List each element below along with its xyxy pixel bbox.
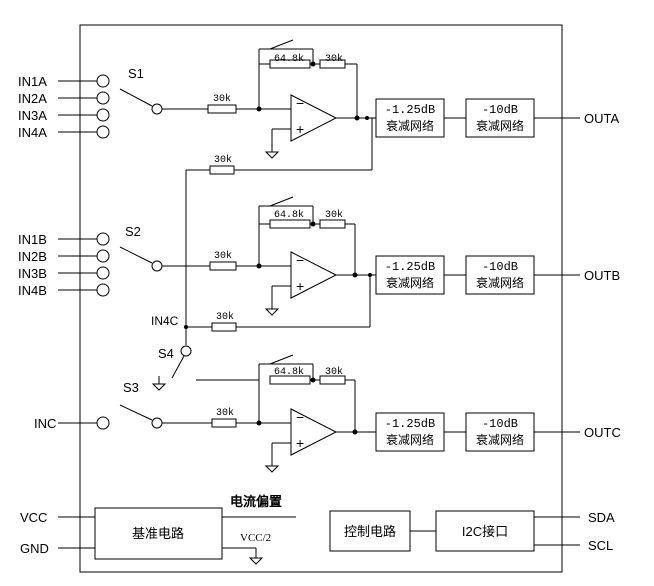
svg-text:30k: 30k [214,250,232,262]
att-block-a1 [375,98,445,138]
channel-a: S1 30k 64.8k 30k − + -1.25dB [119,39,619,159]
svg-text:-1.25dB: -1.25dB [385,103,435,117]
pin-label-inc: INC [34,416,56,431]
resistor-c-in [211,418,237,428]
opamp-b [290,251,338,299]
svg-text:衰减网络: 衰减网络 [476,275,524,290]
svg-text:−: − [296,95,304,111]
resistor-b-in [209,261,237,271]
svg-text:衰减网络: 衰减网络 [476,118,524,133]
pin-label-outb: OUTB [584,268,620,283]
svg-text:30k: 30k [325,366,343,378]
pin-label-in4b: IN4B [18,283,47,298]
opamp-c [290,408,338,456]
vcc-half-label: VCC/2 [240,532,271,544]
switch-label-s3: S3 [123,380,139,395]
pin-label-vcc: VCC [20,510,47,525]
pin-label-sda: SDA [588,510,615,525]
mix-path-b: 30k IN4C [151,275,371,332]
svg-text:30k: 30k [214,154,232,166]
switch-c-feedback [269,354,294,365]
svg-text:-10dB: -10dB [482,260,518,274]
pin-label-outa: OUTA [584,111,619,126]
svg-text:+: + [296,435,304,451]
svg-text:衰减网络: 衰减网络 [386,432,434,447]
svg-text:30k: 30k [216,407,234,419]
svg-text:基准电路: 基准电路 [132,526,184,541]
pin-label-scl: SCL [588,538,613,553]
resistor-b-64k [269,219,311,229]
svg-text:控制电路: 控制电路 [344,524,396,539]
svg-text:+: + [296,121,304,137]
svg-text:I2C接口: I2C接口 [462,524,508,539]
svg-text:30k: 30k [325,209,343,221]
svg-text:−: − [296,252,304,268]
pin-label-gnd: GND [20,541,49,556]
bias-label: 电流偏置 [230,494,282,509]
mix-path-a: 30k [185,118,373,345]
svg-text:+: + [296,278,304,294]
switch-label-s4: S4 [158,346,174,361]
pin-label-outc: OUTC [584,425,621,440]
pin-label-in1b: IN1B [18,232,47,247]
chip-outline [79,24,563,573]
svg-text:-1.25dB: -1.25dB [385,260,435,274]
channel-c: S3 30k 64.8k 30k − + -1.25dB 衰减网络 -10d [119,354,621,473]
opamp-a [290,94,338,142]
pin-label-in2b: IN2B [18,249,47,264]
svg-text:30k: 30k [216,311,234,323]
pin-label-in1a: IN1A [18,74,47,89]
svg-text:衰减网络: 衰减网络 [386,275,434,290]
att-block-b2 [465,255,535,295]
svg-text:−: − [296,409,304,425]
svg-text:衰减网络: 衰减网络 [476,432,524,447]
att-block-a2 [465,98,535,138]
att-block-c2 [465,412,535,452]
svg-text:64.8k: 64.8k [274,366,304,378]
switch-s4: S4 [151,345,192,391]
pin-label-in4a: IN4A [18,125,47,140]
svg-text:-10dB: -10dB [482,103,518,117]
pin-label-in2a: IN2A [18,91,47,106]
switch-s3-arm [119,404,153,421]
pin-group-b: IN1B IN2B IN3B IN4B [18,232,110,298]
svg-text:64.8k: 64.8k [274,209,304,221]
svg-text:30k: 30k [213,93,231,105]
pin-inc: INC [34,416,110,431]
channel-b: S2 30k 64.8k 30k − + -1.25dB 衰减网络 [119,196,620,316]
switch-s1-arm [119,88,153,107]
pin-label-in4c: IN4C [151,314,179,328]
pin-group-a: IN1A IN2A IN3A IN4A [18,74,110,140]
svg-text:-1.25dB: -1.25dB [385,417,435,431]
pin-label-in3a: IN3A [18,108,47,123]
switch-b-feedback [269,196,294,207]
resistor-a-in [207,104,237,114]
switch-s2-arm [119,246,153,264]
i2c-interface-block [435,510,535,552]
switch-a-feedback [269,39,294,50]
pin-label-in3b: IN3B [18,266,47,281]
power-section: VCC GND 基准电路 电流偏置 VCC/2 [20,494,296,565]
svg-text:衰减网络: 衰减网络 [386,118,434,133]
svg-text:30k: 30k [325,53,343,65]
svg-text:64.8k: 64.8k [274,53,304,65]
switch-label-s1: S1 [128,66,144,81]
control-section: 控制电路 I2C接口 SDA SCL [329,510,615,553]
svg-text:-10dB: -10dB [482,417,518,431]
switch-label-s2: S2 [125,224,141,239]
control-circuit-block [329,510,411,552]
reference-circuit-block [94,507,223,560]
resistor-b-30k-fb [319,219,346,229]
att-block-b1 [375,255,445,295]
